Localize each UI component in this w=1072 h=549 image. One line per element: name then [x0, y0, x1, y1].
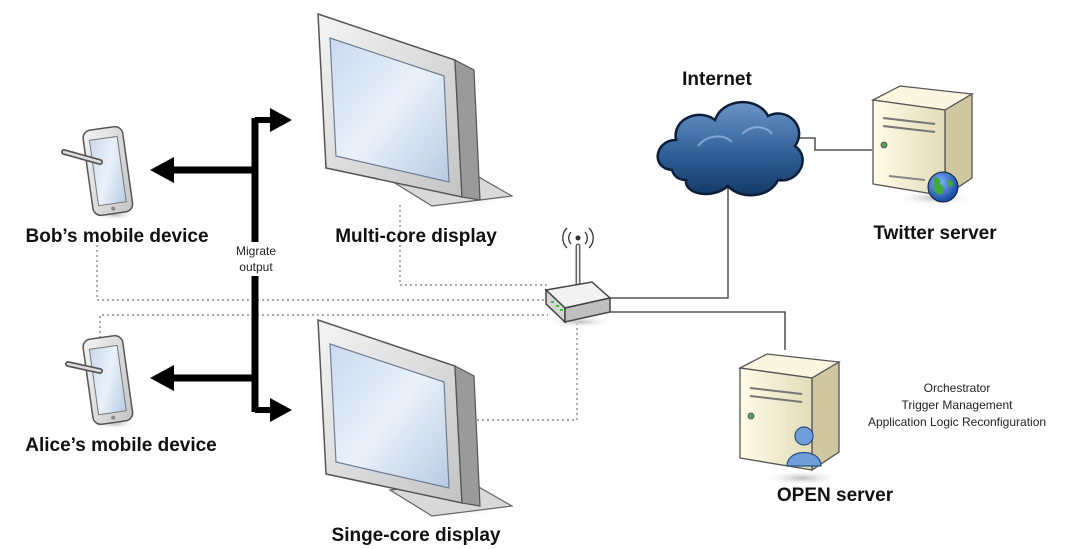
alice-device-label: Alice’s mobile device — [25, 435, 217, 456]
open-server-roles: Orchestrator Trigger Management Applicat… — [868, 380, 1046, 431]
bob-tablet-icon — [61, 125, 137, 220]
multi-core-display-label: Multi-core display — [335, 226, 497, 247]
role-application-logic-reconfiguration: Application Logic Reconfiguration — [867, 415, 1047, 429]
bob-device-label: Bob’s mobile device — [25, 226, 209, 247]
role-trigger-management: Trigger Management — [901, 398, 1013, 412]
migrate-label-line2: output — [239, 260, 273, 274]
multi-core-monitor-icon — [317, 12, 515, 208]
dotted-connections — [96, 205, 578, 421]
open-server-label: OPEN server — [776, 485, 894, 506]
migrate-label-line1: Migrate — [235, 244, 277, 258]
solid-connections — [610, 137, 872, 350]
twitter-server-icon — [870, 85, 975, 206]
single-core-display-label: Singe-core display — [331, 525, 501, 546]
single-core-monitor-icon — [317, 318, 515, 517]
internet-cloud-icon — [656, 101, 804, 197]
migrate-output-label: Migrate output — [232, 242, 280, 276]
internet-label: Internet — [682, 69, 752, 90]
alice-tablet-icon — [65, 334, 137, 429]
open-server-icon — [737, 353, 842, 486]
role-orchestrator: Orchestrator — [923, 381, 991, 395]
twitter-server-label: Twitter server — [873, 223, 997, 244]
wireless-router-icon — [544, 227, 616, 328]
